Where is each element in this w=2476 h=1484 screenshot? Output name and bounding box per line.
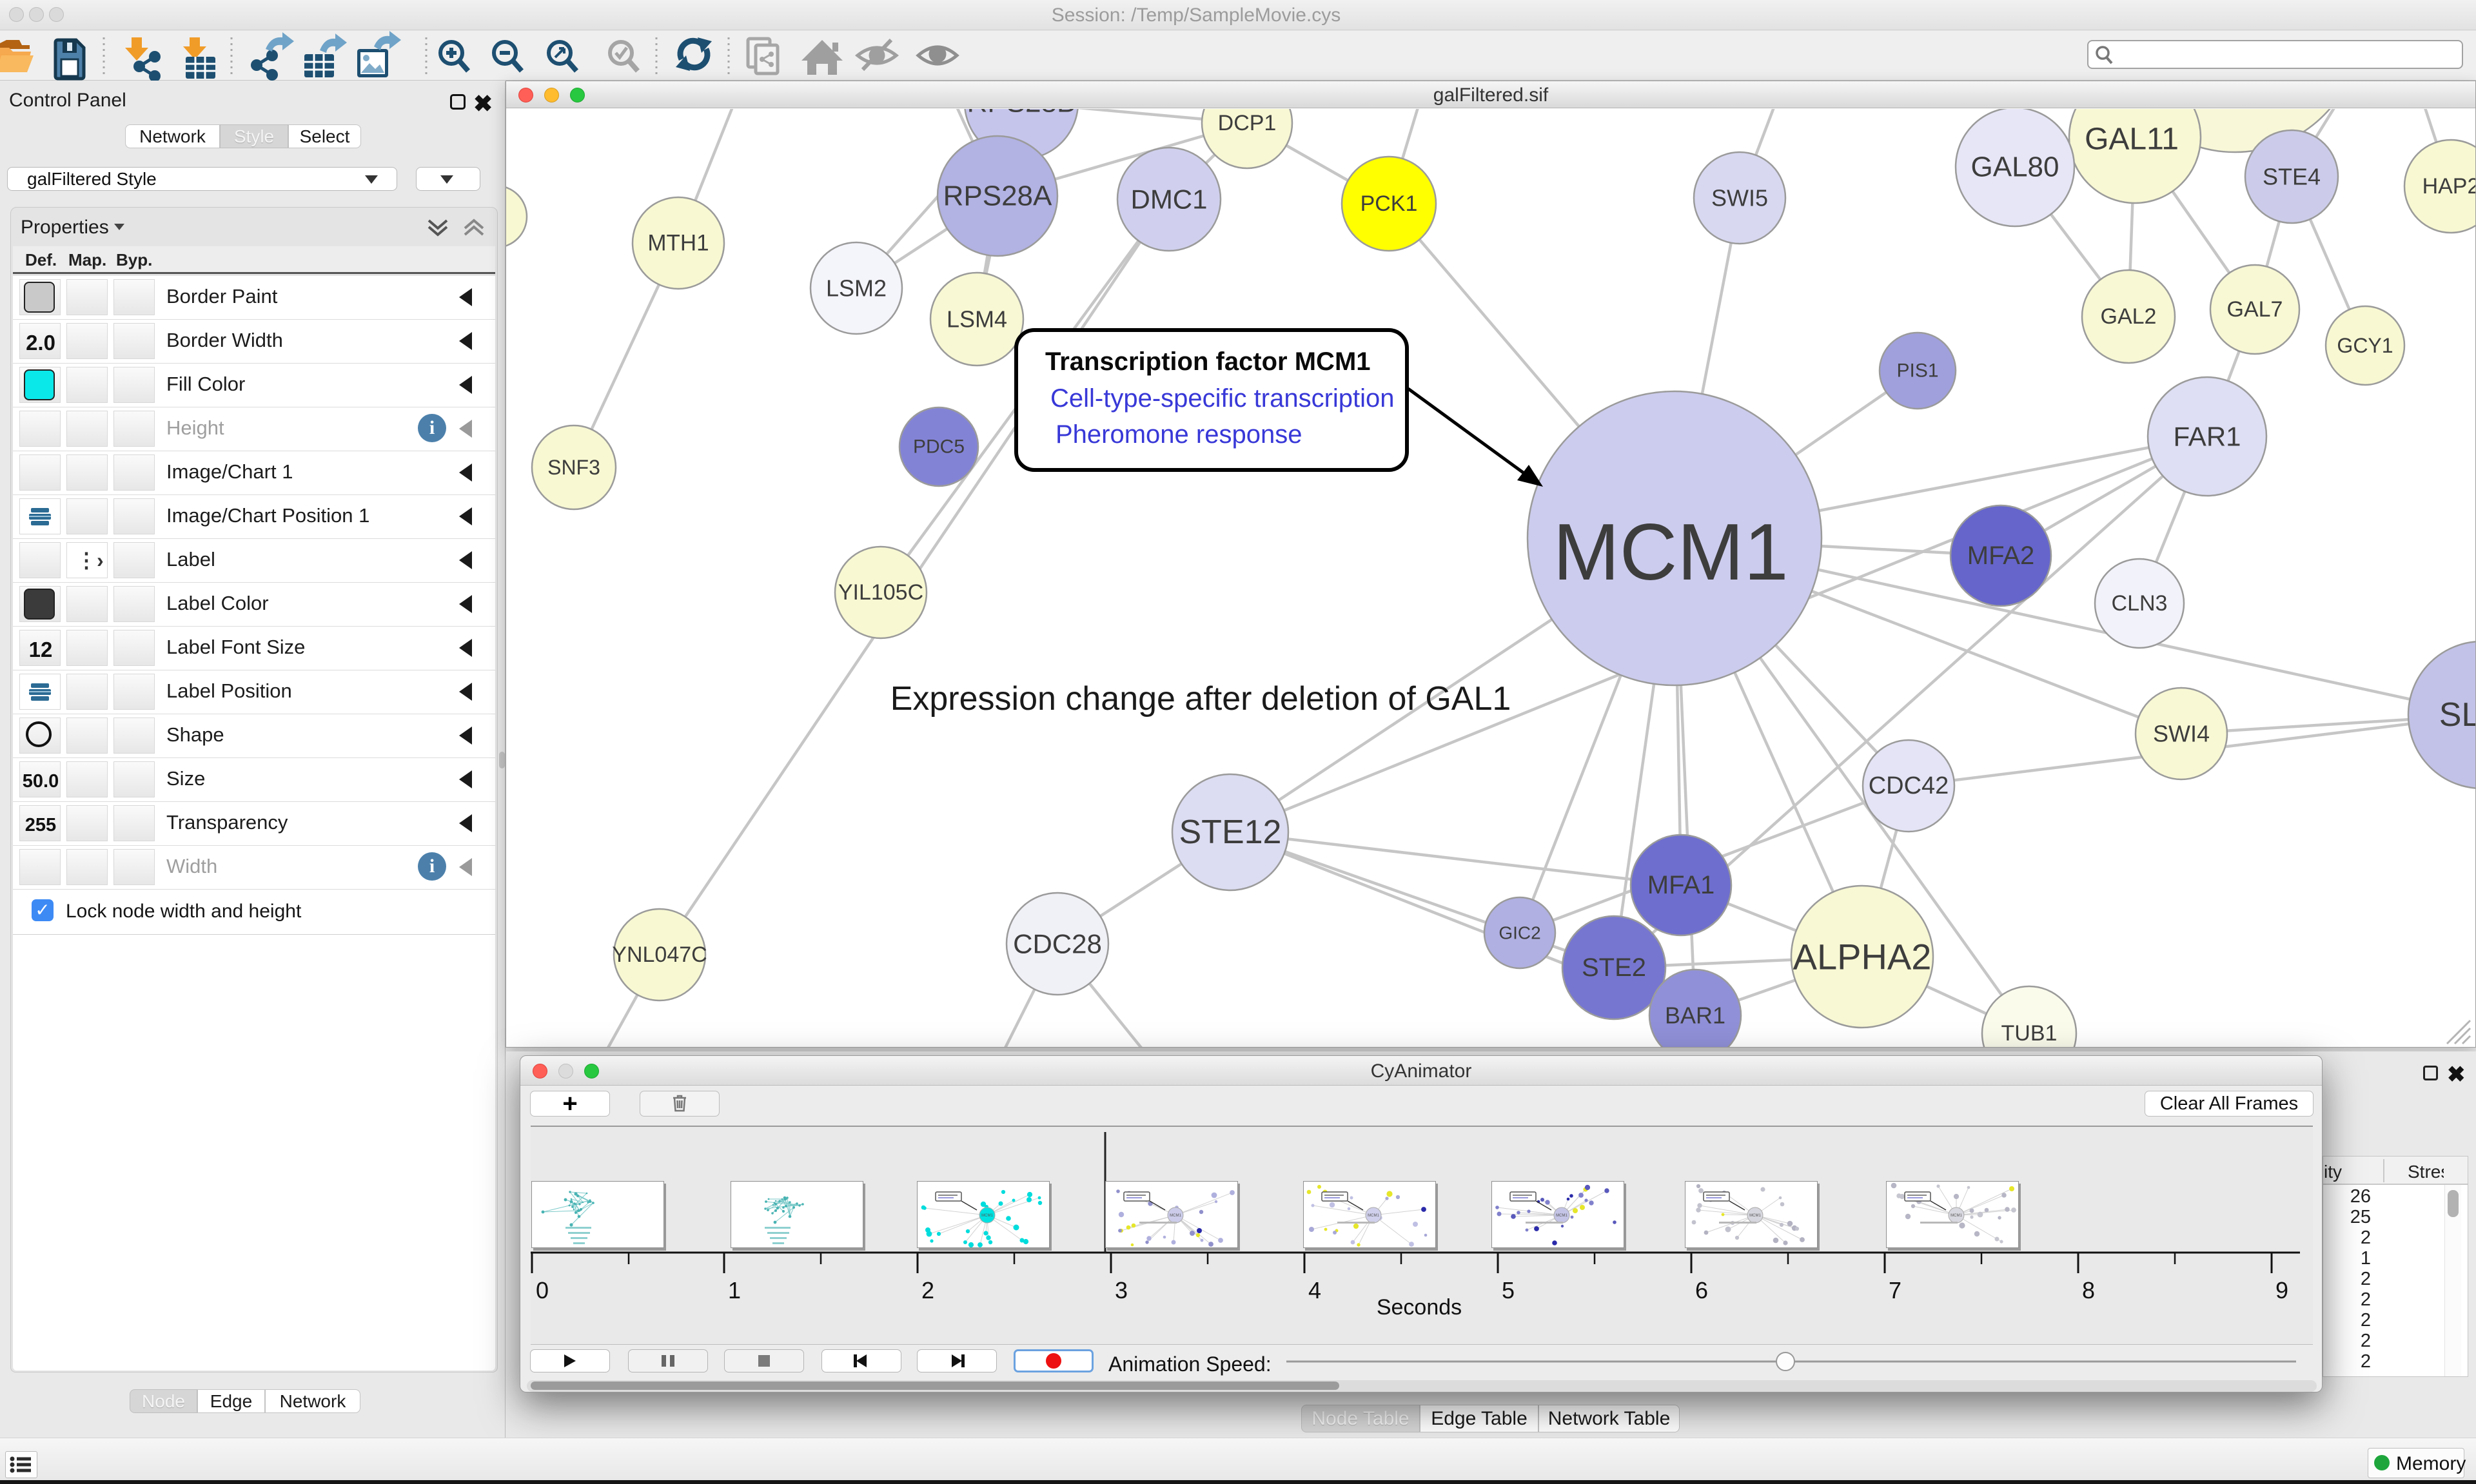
svg-text:0: 0	[536, 1277, 549, 1303]
svg-text:MFA2: MFA2	[1967, 542, 2034, 570]
svg-text:GCY1: GCY1	[2337, 334, 2393, 357]
svg-text:MCM1: MCM1	[1170, 1214, 1181, 1218]
svg-text:PDC5: PDC5	[913, 436, 965, 458]
svg-text:5: 5	[1502, 1277, 1515, 1303]
svg-text:ALPHA2: ALPHA2	[1793, 937, 1932, 977]
svg-text:LSM4: LSM4	[947, 306, 1007, 333]
svg-text:GAL7: GAL7	[2227, 297, 2283, 322]
svg-text:MCM1: MCM1	[1556, 1214, 1567, 1218]
svg-text:MCM1: MCM1	[1368, 1214, 1379, 1218]
svg-text:BAR1: BAR1	[1665, 1002, 1725, 1029]
svg-text:STE2: STE2	[1582, 953, 1646, 982]
svg-text:MCM1: MCM1	[1950, 1214, 1962, 1218]
svg-text:Cell-type-specific transcripti: Cell-type-specific transcription	[1050, 384, 1395, 413]
svg-text:SWI5: SWI5	[1711, 185, 1768, 211]
svg-text:DMC1: DMC1	[1130, 184, 1207, 215]
svg-text:9: 9	[2275, 1277, 2288, 1303]
svg-text:FAR1: FAR1	[2173, 422, 2241, 452]
svg-text:CLN3: CLN3	[2112, 591, 2168, 616]
svg-text:GAL11: GAL11	[2085, 122, 2179, 157]
svg-text:GAL2: GAL2	[2101, 304, 2157, 329]
svg-text:6: 6	[1695, 1277, 1708, 1303]
svg-text:CDC42: CDC42	[1869, 772, 1949, 799]
svg-text:GAL80: GAL80	[1971, 151, 2059, 183]
svg-text:3: 3	[1115, 1277, 1128, 1303]
svg-text:Expression change after deleti: Expression change after deletion of GAL1	[890, 680, 1511, 718]
svg-text:HAP2: HAP2	[2422, 174, 2475, 199]
svg-text:8: 8	[2082, 1277, 2095, 1303]
svg-text:Pheromone response: Pheromone response	[1056, 420, 1302, 449]
svg-text:YIL105C: YIL105C	[838, 580, 923, 605]
svg-text:STE12: STE12	[1179, 814, 1282, 851]
svg-text:TUB1: TUB1	[2001, 1021, 2058, 1046]
svg-text:PCK1: PCK1	[1361, 191, 1418, 216]
svg-text:MCM1: MCM1	[981, 1214, 993, 1218]
svg-text:STE4: STE4	[2263, 164, 2321, 190]
svg-text:RPS28A: RPS28A	[943, 181, 1052, 212]
svg-text:Seconds: Seconds	[1377, 1295, 1462, 1320]
svg-text:7: 7	[1889, 1277, 1901, 1303]
svg-text:SNF3: SNF3	[547, 456, 600, 479]
svg-text:MTH1: MTH1	[647, 231, 709, 256]
svg-text:1: 1	[728, 1277, 741, 1303]
svg-text:LSM2: LSM2	[826, 275, 887, 302]
svg-text:MFA1: MFA1	[1647, 871, 1715, 899]
svg-text:2: 2	[921, 1277, 934, 1303]
svg-text:DCP1: DCP1	[1218, 111, 1277, 135]
svg-text:YNL047C: YNL047C	[612, 942, 707, 967]
svg-text:4: 4	[1308, 1277, 1321, 1303]
svg-text:RPS28B: RPS28B	[967, 109, 1076, 119]
svg-text:PIS1: PIS1	[1896, 360, 1938, 382]
svg-text:MCM1: MCM1	[1749, 1214, 1761, 1218]
svg-text:Transcription factor MCM1: Transcription factor MCM1	[1045, 347, 1371, 376]
svg-text:SLT2: SLT2	[2439, 696, 2475, 734]
svg-text:CDC28: CDC28	[1013, 929, 1102, 959]
svg-text:SWI4: SWI4	[2153, 721, 2210, 747]
svg-text:MCM1: MCM1	[1553, 508, 1788, 597]
svg-text:GIC2: GIC2	[1498, 923, 1540, 943]
